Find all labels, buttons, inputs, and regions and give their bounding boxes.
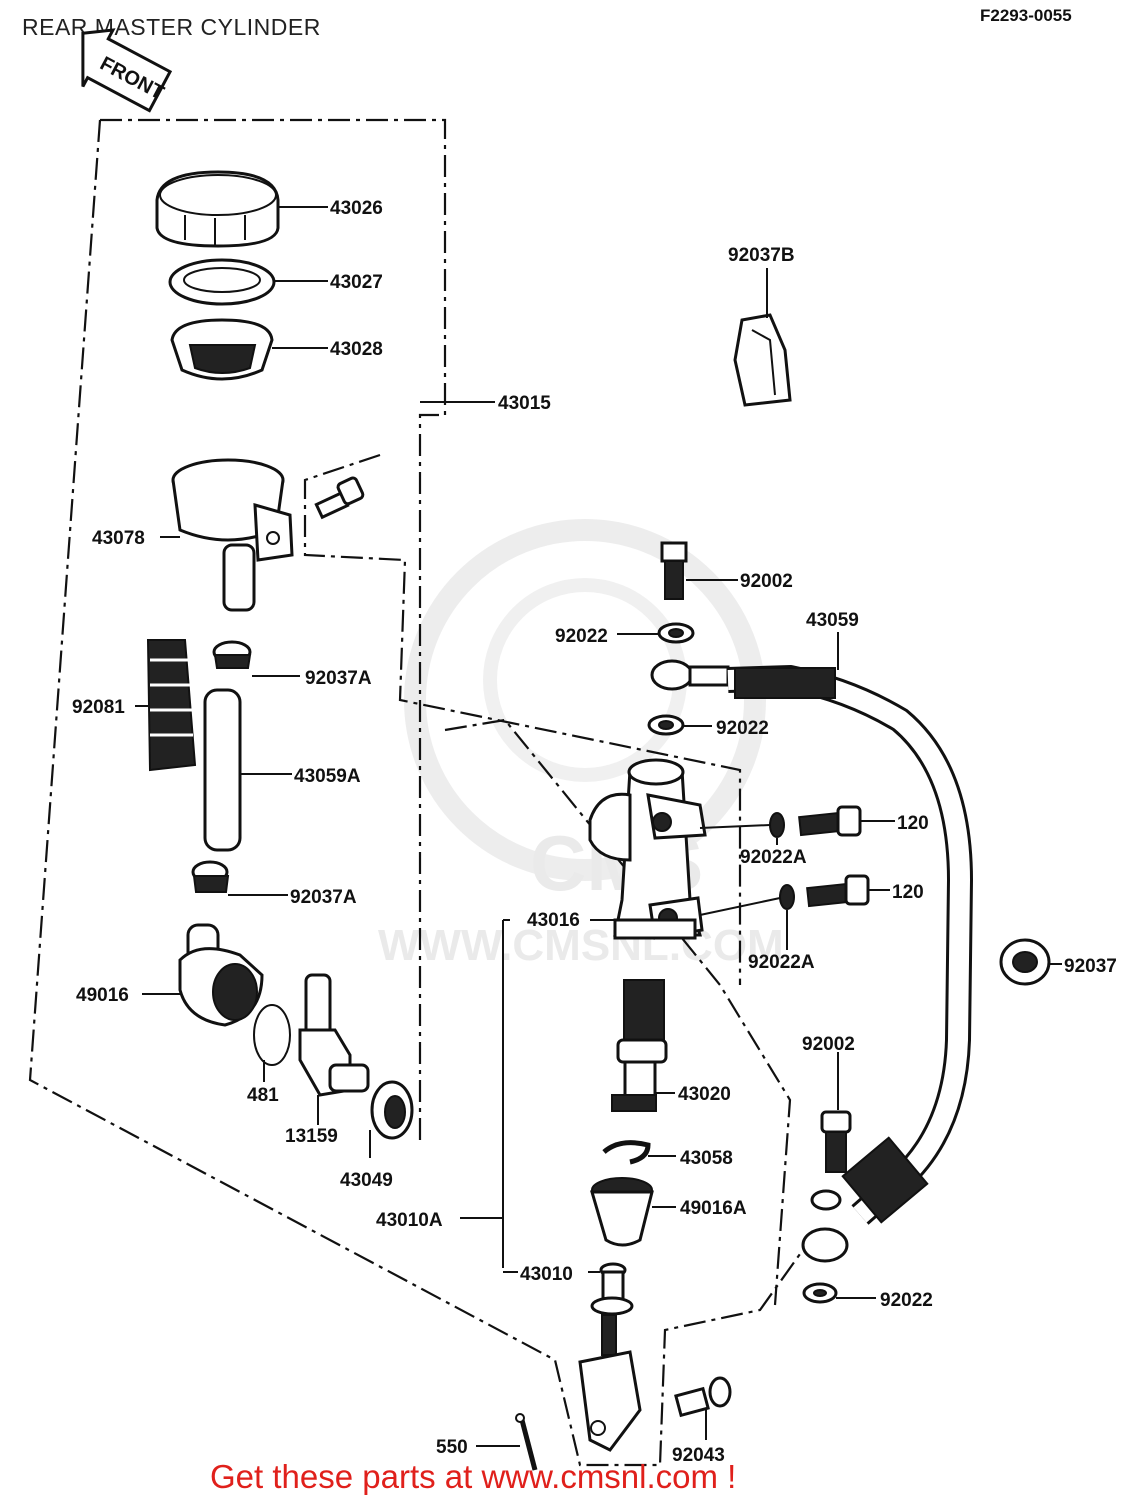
part-label: 43028 — [330, 339, 383, 360]
figure-code: F2293-0055 — [980, 6, 1072, 25]
sealing-washer-icon — [647, 714, 685, 736]
part-label: 43049 — [340, 1170, 393, 1191]
banjo-fitting-icon — [650, 659, 730, 691]
part-label: 43020 — [678, 1084, 731, 1105]
elbow-fitting-icon — [298, 973, 370, 1097]
part-label: 92002 — [740, 571, 793, 592]
diaphragm-plate-icon — [168, 258, 276, 306]
dust-boot-icon — [590, 1177, 654, 1247]
watermark-logo: CMS WWW.CMSNL.COM — [378, 519, 784, 970]
part-label: 92037B — [728, 245, 795, 266]
assembly-boundary-43015 — [28, 118, 811, 1467]
brake-hose-icon — [727, 664, 974, 1225]
part-label: 13159 — [285, 1126, 338, 1147]
hose-connector-icon — [178, 923, 264, 1027]
part-label: 92002 — [802, 1034, 855, 1055]
part-label: 92022 — [716, 718, 769, 739]
reservoir-tank-icon — [171, 458, 294, 612]
part-label: 92037A — [305, 668, 372, 689]
rubber-boot-icon — [146, 639, 197, 772]
mounting-bolt-icon — [769, 805, 862, 838]
part-label: 43010A — [376, 1210, 443, 1231]
hose-clip-bracket-icon — [733, 313, 792, 407]
part-label: 92037 — [1064, 956, 1117, 977]
clevis-pin-icon — [674, 1376, 732, 1418]
part-label: 92022 — [880, 1290, 933, 1311]
part-label: 92037A — [290, 887, 357, 908]
diaphragm-icon — [170, 318, 274, 381]
watermark-url: WWW.CMSNL.COM — [378, 921, 784, 970]
sealing-washer-icon — [657, 622, 695, 644]
push-rod-icon — [590, 1262, 634, 1356]
part-label: 43015 — [498, 393, 551, 414]
part-label: 43027 — [330, 272, 383, 293]
mounting-bolt-icon — [779, 874, 870, 910]
grommet-icon — [999, 938, 1051, 986]
hose-clamp-icon — [191, 860, 230, 893]
part-label: 43059A — [294, 766, 361, 787]
part-label: 43058 — [680, 1148, 733, 1169]
part-label: 120 — [897, 813, 929, 834]
banjo-fitting-icon — [801, 1227, 849, 1263]
part-label: 120 — [892, 882, 924, 903]
reservoir-cap-icon — [155, 170, 280, 248]
circlip-icon — [253, 1004, 291, 1066]
part-label: 43010 — [520, 1264, 573, 1285]
master-cylinder-body-icon — [588, 758, 707, 940]
part-label: 43026 — [330, 198, 383, 219]
part-label: 43059 — [806, 610, 859, 631]
part-label: 481 — [247, 1085, 279, 1106]
part-labels: 43026 43027 43028 43015 43078 92081 9203… — [72, 198, 1117, 1466]
part-label: 43016 — [527, 910, 580, 931]
reservoir-hose-icon — [203, 688, 242, 852]
oring-seal-icon — [370, 1080, 414, 1140]
hose-clamp-icon — [212, 640, 252, 669]
cotter-pin-icon — [515, 1413, 538, 1471]
part-label: 92022A — [740, 847, 807, 868]
part-label: 92022A — [748, 952, 815, 973]
part-label: 92043 — [672, 1445, 725, 1466]
part-label: 92022 — [555, 626, 608, 647]
front-arrow-icon: FRONT — [81, 28, 173, 113]
part-label: 49016A — [680, 1198, 747, 1219]
leader-lines — [135, 206, 1062, 1447]
banjo-bolt-icon — [660, 541, 688, 600]
sealing-washer-icon — [802, 1282, 838, 1304]
banjo-bolt-icon — [820, 1110, 852, 1173]
promo-link[interactable]: Get these parts at www.cmsnl.com ! — [210, 1458, 737, 1495]
sealing-washer-icon — [810, 1189, 842, 1211]
part-label: 49016 — [76, 985, 129, 1006]
piston-circlip-icon — [602, 1140, 651, 1165]
part-label: 92081 — [72, 697, 125, 718]
reservoir-screw-icon — [314, 476, 365, 520]
part-label: 550 — [436, 1437, 468, 1458]
diagram-title: REAR MASTER CYLINDER — [22, 14, 321, 40]
clevis-icon — [578, 1350, 642, 1452]
part-label: 43078 — [92, 528, 145, 549]
piston-spring-icon — [611, 979, 668, 1112]
